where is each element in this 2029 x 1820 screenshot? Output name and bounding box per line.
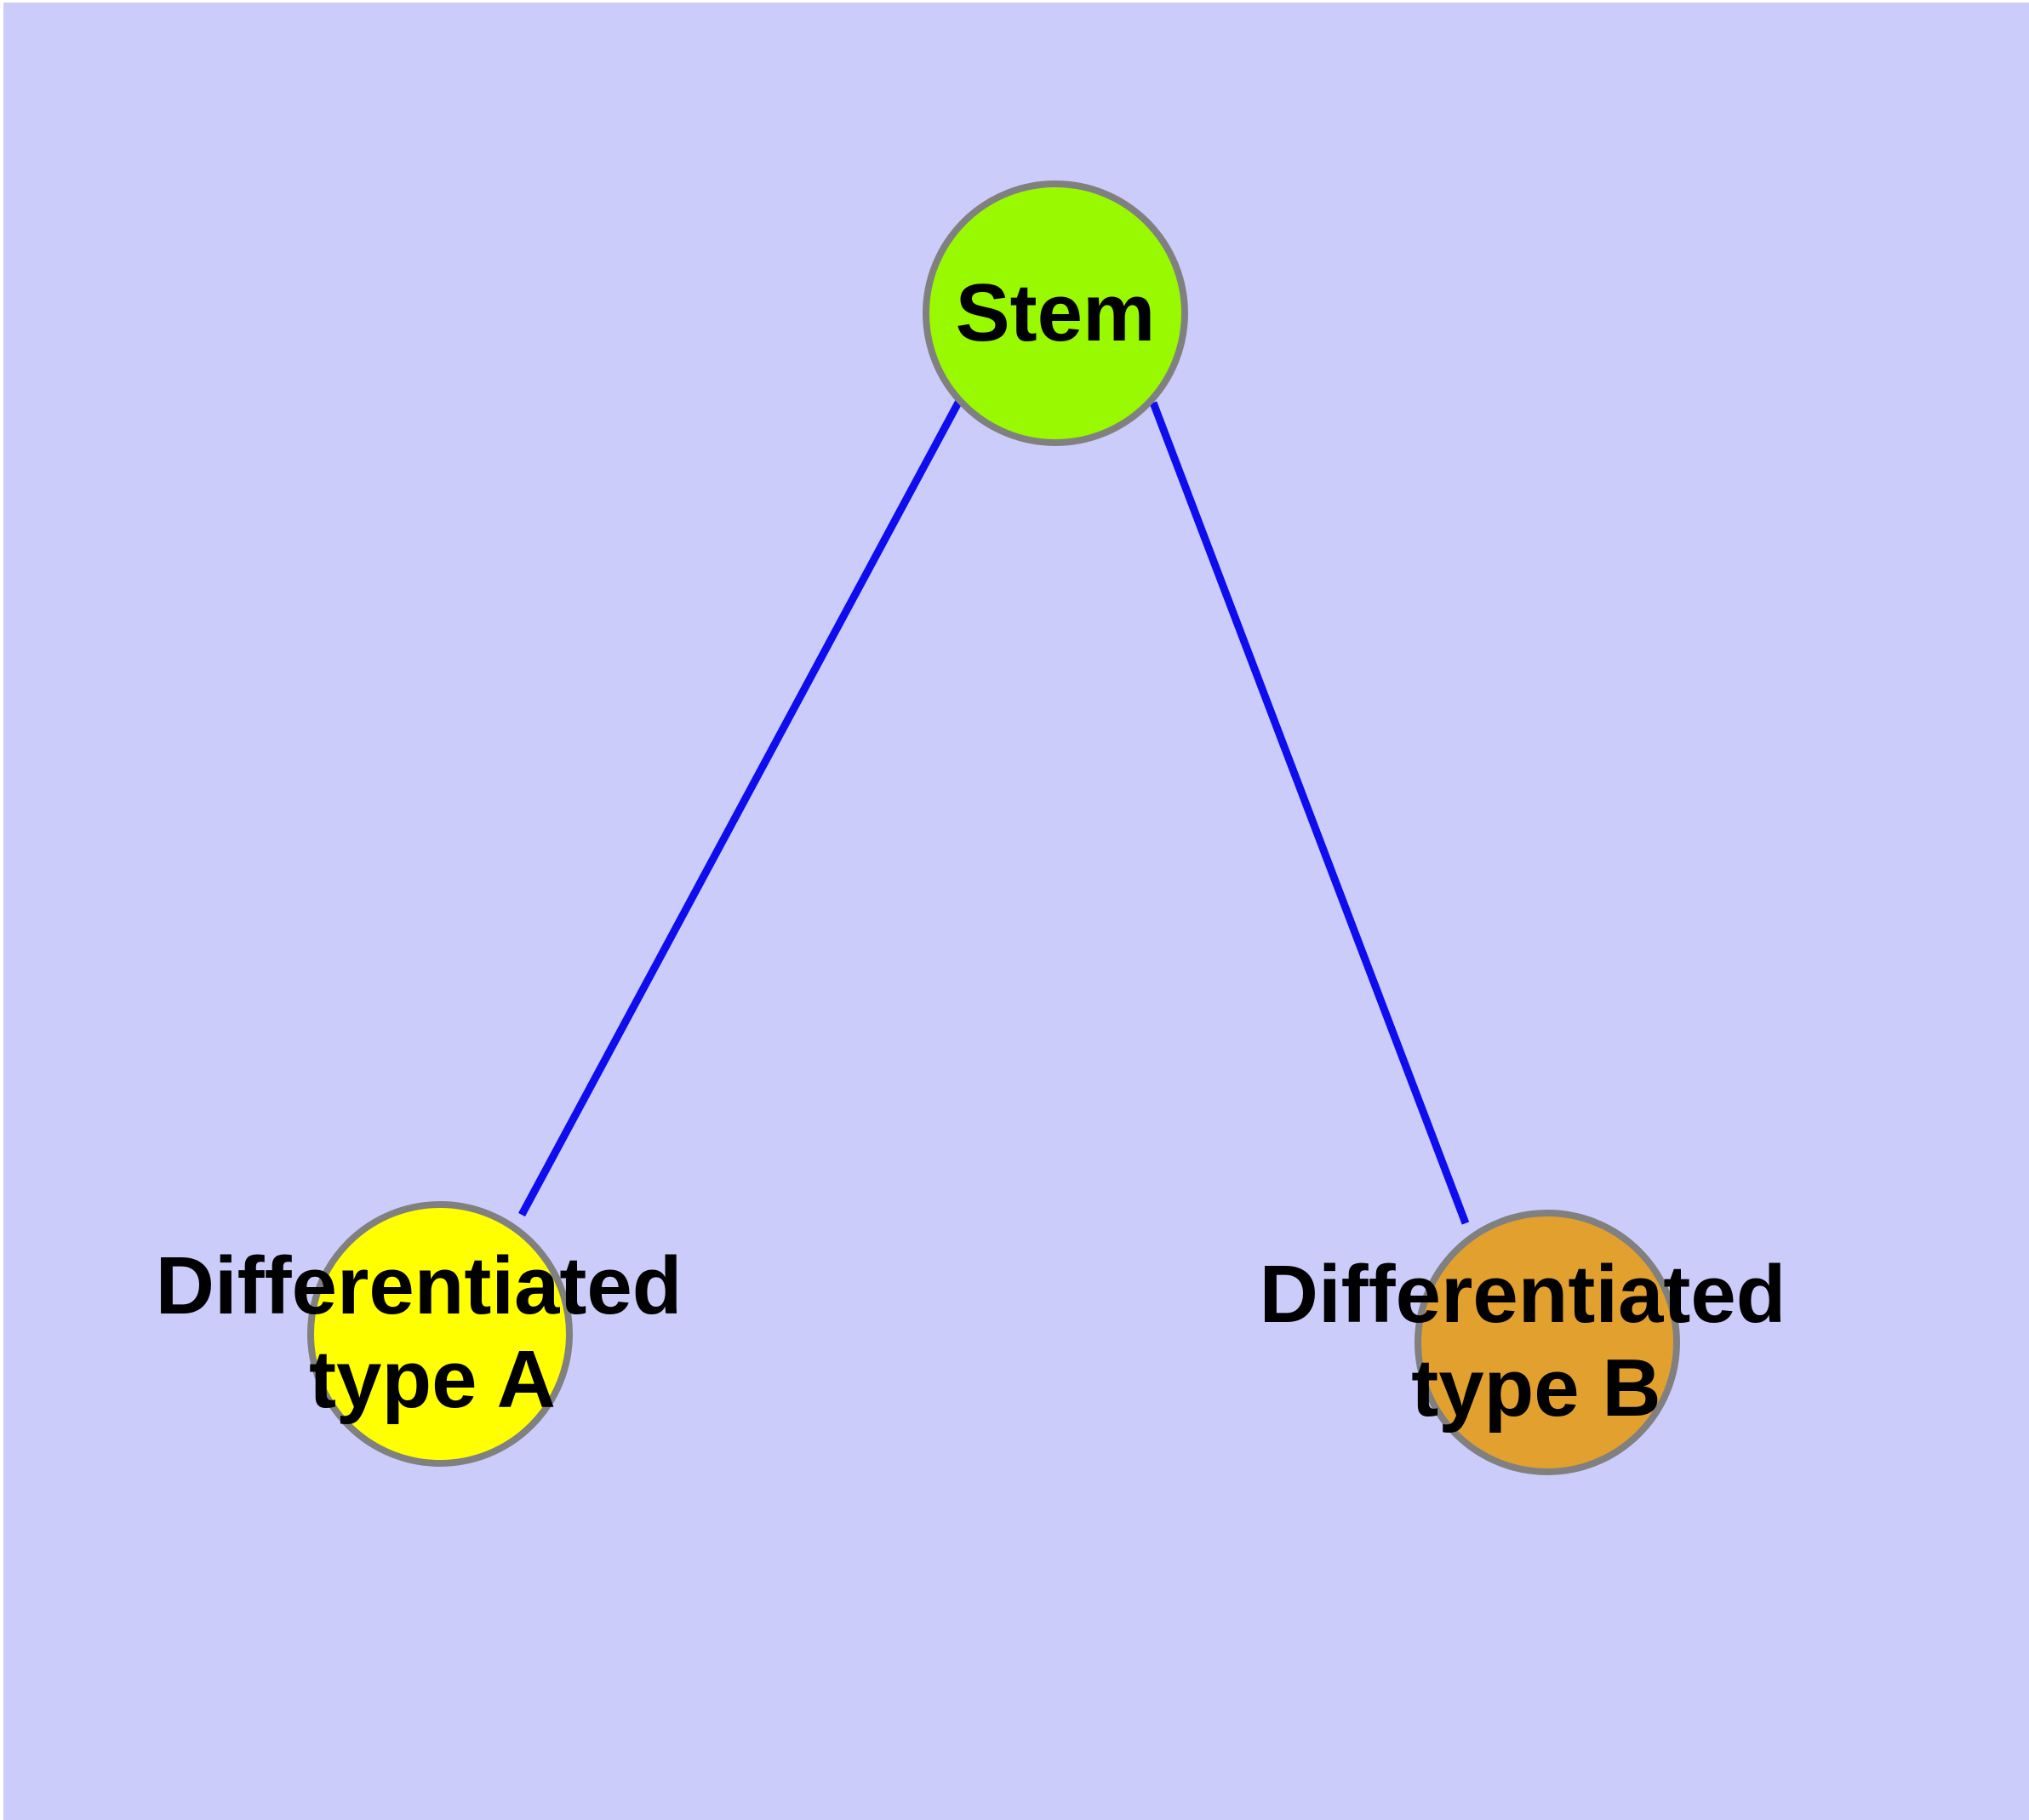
edge-layer bbox=[518, 398, 1470, 1225]
node-stem-circle[interactable] bbox=[923, 180, 1188, 446]
node-type-a-circle[interactable] bbox=[307, 1201, 573, 1467]
node-type-b-label-line1: Differentiated bbox=[1260, 1249, 1786, 1340]
node-stem-label: Stem bbox=[956, 267, 1156, 358]
node-type-b-label-line2: type B bbox=[1411, 1342, 1660, 1434]
node-type-a-label-line2: type A bbox=[309, 1334, 556, 1425]
node-stem[interactable] bbox=[923, 180, 1188, 446]
node-type-b-circle[interactable] bbox=[1415, 1210, 1680, 1475]
node-type-a-label-line1: Differentiated bbox=[156, 1240, 683, 1331]
node-differentiated-type-a[interactable] bbox=[307, 1201, 573, 1467]
node-layer bbox=[307, 180, 1680, 1475]
edge-stem-to-type-a[interactable] bbox=[518, 398, 963, 1217]
node-differentiated-type-b[interactable] bbox=[1415, 1210, 1680, 1475]
label-layer: Stem Differentiated type A Differentiate… bbox=[156, 267, 1786, 1434]
edge-stem-to-type-b[interactable] bbox=[1149, 401, 1470, 1225]
